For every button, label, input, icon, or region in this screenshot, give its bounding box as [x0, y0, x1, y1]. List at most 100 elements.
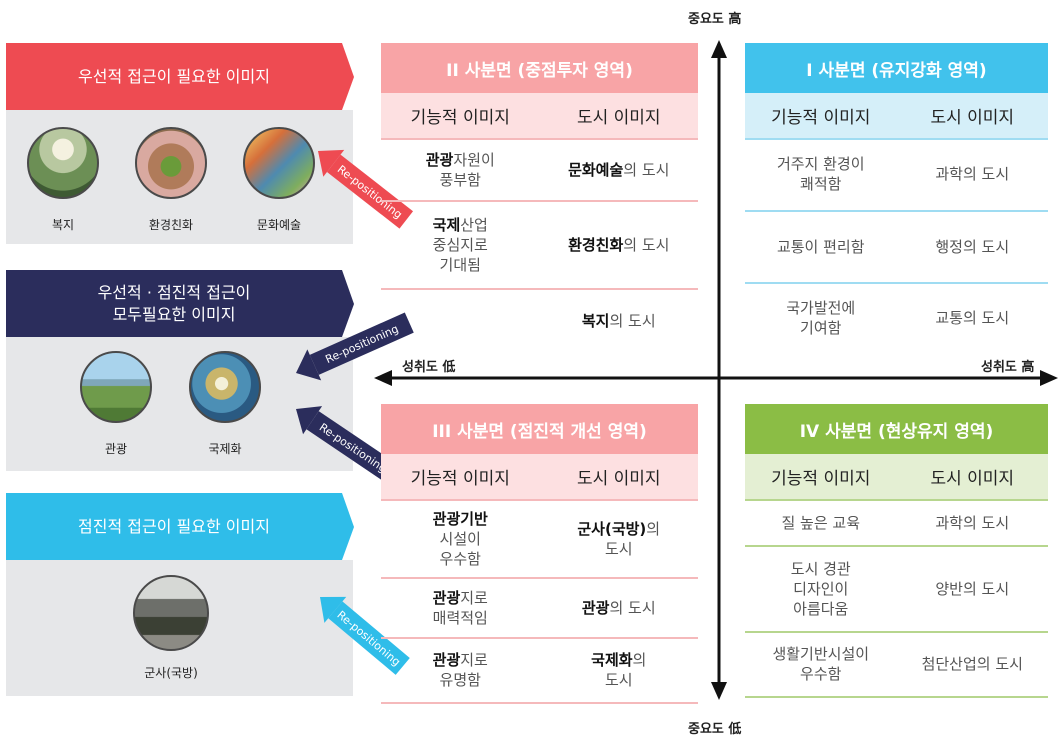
- quadrant-2-col-city: 도시 이미지: [576, 108, 661, 128]
- q1-r3-c1-line1: 국가발전에: [786, 298, 856, 317]
- divider: [745, 499, 1048, 501]
- both-title-arrowhead: [342, 270, 354, 337]
- quadrant-1-row-2-city: 행정의 도시: [935, 237, 1010, 256]
- priority-panel-title: 우선적 접근이 필요한 이미지: [6, 43, 342, 110]
- divider: [745, 696, 1048, 698]
- quadrant-1-row-3-city: 교통의 도시: [935, 308, 1010, 327]
- quadrant-3-col-city: 도시 이미지: [576, 469, 661, 489]
- axis-left-label: 성취도 低: [402, 360, 456, 375]
- axis-bottom-label: 중요도 低: [688, 722, 742, 737]
- vertical-axis-top-arrowhead: [711, 40, 727, 58]
- axis-right-label: 성취도 高: [981, 360, 1035, 375]
- q2-r3-c2-bold: 복지: [581, 311, 610, 330]
- quadrant-1-title: I 사분면 (유지강화 영역): [745, 43, 1048, 93]
- q2-r1-c1-line2: 풍부함: [439, 171, 481, 189]
- divider: [381, 702, 698, 704]
- q1-r3-c1-line2: 기여함: [800, 319, 842, 337]
- divider: [745, 282, 1048, 284]
- q2-r3-c2-rest: 의 도시: [609, 311, 656, 330]
- q3-r1-c2-line2: 도시: [604, 540, 633, 558]
- quadrant-1-column-headers: 기능적 이미지 도시 이미지: [745, 93, 1048, 138]
- quadrant-4-column-headers: 기능적 이미지 도시 이미지: [745, 454, 1048, 499]
- quadrant-4-row-1-functional: 질 높은 교육: [781, 513, 861, 532]
- art-caption: 문화예술: [256, 218, 302, 232]
- divider: [381, 499, 698, 501]
- q3-r3-c2-rest: 의: [632, 650, 647, 669]
- quadrant-4-row-2-city: 양반의 도시: [935, 579, 1010, 598]
- q4-r3-c1-line1: 생활기반시설이: [772, 644, 870, 663]
- q2-r2-c2-bold: 환경친화: [568, 235, 624, 254]
- both-title-line2: 모두필요한 이미지: [112, 304, 236, 324]
- q2-r1-c2-bold: 문화예술: [568, 160, 624, 179]
- q4-r2-c1-line2: 디자인이: [793, 579, 849, 598]
- both-title-line1: 우선적 · 점진적 접근이: [97, 282, 251, 302]
- quadrant-2-row-2-city: 환경친화의 도시: [540, 235, 699, 255]
- divider: [381, 138, 698, 140]
- military-image: [133, 575, 209, 651]
- quadrant-1-row-1-city: 과학의 도시: [935, 164, 1010, 183]
- q2-r1-c1-rest: 자원이: [453, 150, 495, 169]
- axis-top-label: 중요도 高: [688, 12, 742, 27]
- military-caption: 군사(국방): [144, 666, 198, 680]
- quadrant-2-row-3-city: 복지의 도시: [540, 311, 699, 331]
- q3-r2-c1-line2: 매력적임: [432, 609, 488, 627]
- quadrant-4-col-city: 도시 이미지: [930, 469, 1015, 489]
- divider: [745, 138, 1048, 140]
- q3-r1-c2-rest: 의: [646, 519, 661, 538]
- quadrant-4-row-3-city: 첨단산업의 도시: [921, 654, 1023, 673]
- horizontal-axis-right-arrowhead: [1040, 370, 1058, 386]
- quadrant-4-col-functional: 기능적 이미지: [771, 469, 871, 489]
- q3-r1-c1-bold: 관광기반: [432, 509, 488, 528]
- q2-r2-c2-rest: 의 도시: [623, 235, 670, 254]
- quadrant-1-col-functional: 기능적 이미지: [771, 108, 871, 128]
- priority-title-arrowhead: [342, 43, 354, 110]
- both-panel: [6, 337, 353, 471]
- tourism-caption: 관광: [104, 442, 128, 456]
- tourism-image: [80, 351, 152, 423]
- quadrant-2-row-1-city: 문화예술의 도시: [540, 160, 699, 180]
- q3-r1-c1-line2: 시설이: [439, 529, 481, 548]
- q3-r2-c2-rest: 의 도시: [609, 598, 656, 617]
- eco-caption: 환경친화: [148, 218, 194, 232]
- welfare-image: [27, 127, 99, 199]
- quadrant-4-title: IV 사분면 (현상유지 영역): [745, 404, 1048, 454]
- quadrant-3-col-functional: 기능적 이미지: [410, 469, 510, 489]
- gradual-title-arrowhead: [342, 493, 354, 560]
- q3-r1-c2-bold: 군사(국방): [577, 519, 647, 538]
- eco-image: [135, 127, 207, 199]
- q4-r2-c1-line3: 아름다움: [793, 600, 849, 619]
- q2-r1-c2-rest: 의 도시: [623, 160, 670, 179]
- q3-r3-c2-bold: 국제화: [591, 650, 633, 669]
- quadrant-1-row-2: 교통이 편리함 행정의 도시: [745, 212, 1048, 282]
- divider: [745, 631, 1048, 633]
- q2-r2-c1-line2: 중심지로: [432, 235, 488, 254]
- divider: [381, 200, 698, 202]
- q3-r3-c1-bold: 관광: [432, 650, 461, 669]
- gradual-title-text: 점진적 접근이 필요한 이미지: [78, 516, 270, 536]
- divider: [381, 288, 698, 290]
- divider: [381, 637, 698, 639]
- q3-r2-c1-bold: 관광: [432, 588, 461, 607]
- quadrant-4-row-1-city: 과학의 도시: [935, 513, 1010, 532]
- quadrant-2-col-functional: 기능적 이미지: [410, 108, 510, 128]
- gradual-panel-title: 점진적 접근이 필요한 이미지: [6, 493, 342, 560]
- quadrant-3-title: III 사분면 (점진적 개선 영역): [381, 404, 698, 454]
- q3-r1-c1-line3: 우수함: [439, 550, 481, 569]
- quadrant-3-row-2-city: 관광의 도시: [540, 598, 699, 618]
- q3-r3-c1-rest: 지로: [460, 650, 488, 669]
